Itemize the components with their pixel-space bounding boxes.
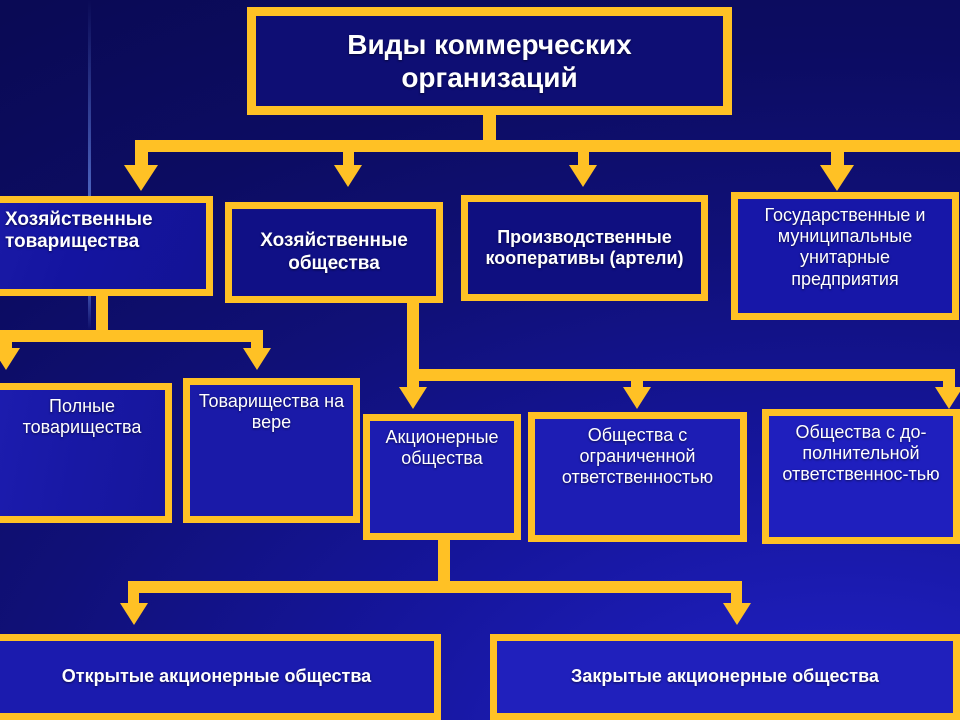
- connector-level4-drop-open: [128, 581, 139, 607]
- arrow-to-additional-liability: [935, 387, 960, 409]
- arrow-to-coops: [569, 165, 597, 187]
- background-light-streak: [88, 0, 91, 330]
- box-production-cooperatives-label: Производственные кооперативы (артели): [485, 226, 684, 268]
- connector-societies-bus: [407, 369, 955, 381]
- arrow-to-limited-liability: [623, 387, 651, 409]
- connector-societies-stem: [407, 303, 419, 375]
- connector-societies-drop-limited: [631, 369, 643, 391]
- box-limited-liability-companies-label: Общества с ограниченной ответственностью: [561, 425, 714, 488]
- box-state-municipal-unitary-enterprises-label: Государственные и муниципальные унитарны…: [764, 205, 926, 289]
- box-joint-stock-companies: Акционерные общества: [363, 414, 521, 540]
- box-business-partnerships-label: Хозяйственные товарищества: [5, 209, 153, 253]
- box-state-municipal-unitary-enterprises: Государственные и муниципальные унитарны…: [731, 192, 959, 320]
- connector-title-stem: [483, 115, 496, 143]
- box-additional-liability-companies-label: Общества с до-полнительной ответственнос…: [782, 422, 940, 485]
- box-joint-stock-companies-label: Акционерные общества: [385, 427, 499, 469]
- box-business-partnerships: Хозяйственные товарищества: [0, 196, 213, 296]
- box-open-joint-stock-companies-label: Открытые акционерные общества: [61, 666, 372, 687]
- box-title-label: Виды коммерческих организаций: [347, 28, 632, 93]
- box-closed-joint-stock-companies: Закрытые акционерные общества: [490, 634, 960, 720]
- connector-partnerships-drop-right: [251, 330, 263, 352]
- box-partnerships-on-faith-label: Товарищества на вере: [198, 391, 345, 433]
- connector-partnerships-stem: [96, 296, 108, 332]
- box-title-commercial-organizations: Виды коммерческих организаций: [247, 7, 732, 115]
- connector-partnerships-drop-left: [0, 330, 12, 352]
- box-production-cooperatives: Производственные кооперативы (артели): [461, 195, 708, 301]
- box-closed-joint-stock-companies-label: Закрытые акционерные общества: [571, 666, 879, 687]
- connector-societies-drop-additional: [943, 369, 955, 391]
- arrow-to-full-partnerships: [0, 348, 20, 370]
- connector-level2-drop-4: [831, 140, 844, 170]
- arrow-to-joint-stock: [399, 387, 427, 409]
- box-full-partnerships-label: Полные товарищества: [22, 396, 142, 438]
- box-open-joint-stock-companies: Открытые акционерные общества: [0, 634, 441, 720]
- box-limited-liability-companies: Общества с ограниченной ответственностью: [528, 412, 747, 542]
- box-additional-liability-companies: Общества с до-полнительной ответственнос…: [762, 409, 960, 544]
- box-business-societies: Хозяйственные общества: [225, 202, 443, 303]
- connector-level2-drop-2: [343, 140, 354, 170]
- connector-societies-drop-joint: [407, 369, 419, 391]
- arrow-to-closed-joint-stock: [723, 603, 751, 625]
- connector-level2-drop-3: [578, 140, 589, 170]
- box-business-societies-label: Хозяйственные общества: [260, 230, 408, 274]
- arrow-to-faith-partnerships: [243, 348, 271, 370]
- connector-joint-stem: [438, 540, 450, 586]
- box-partnerships-on-faith: Товарищества на вере: [183, 378, 360, 523]
- arrow-to-open-joint-stock: [120, 603, 148, 625]
- connector-level4-drop-closed: [731, 581, 742, 607]
- box-full-partnerships: Полные товарищества: [0, 383, 172, 523]
- arrow-to-partnerships: [124, 165, 158, 191]
- connector-partnerships-bus: [0, 330, 263, 342]
- connector-level4-bus: [128, 581, 742, 593]
- connector-level2-bus: [135, 140, 960, 152]
- arrow-to-unitary: [820, 165, 854, 191]
- connector-level2-drop-1: [135, 140, 148, 170]
- arrow-to-societies: [334, 165, 362, 187]
